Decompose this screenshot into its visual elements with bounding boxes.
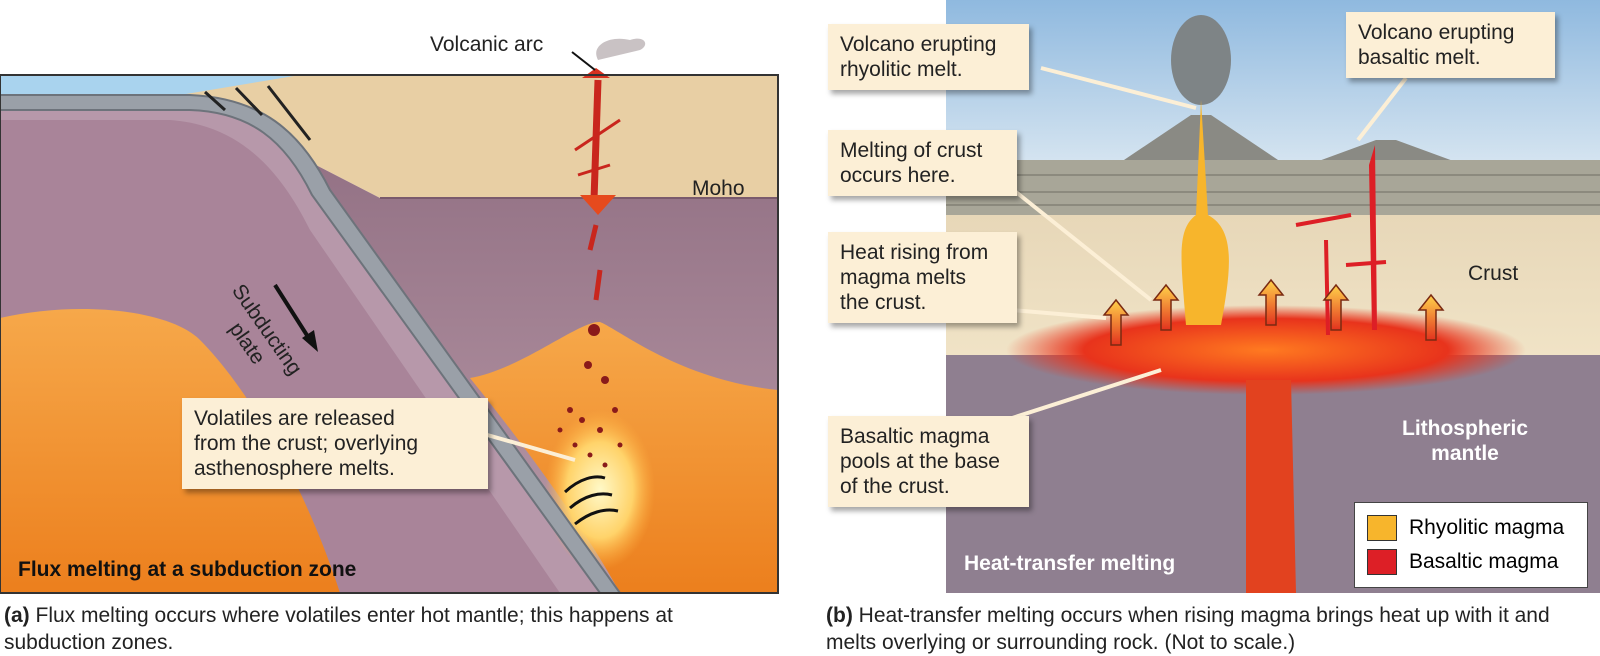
melt-zone: [545, 410, 655, 570]
panel-b-title: Heat-transfer melting: [964, 552, 1175, 576]
legend-item-rhyolitic: Rhyolitic magma: [1367, 511, 1575, 545]
caption-a-text: Flux melting occurs where volatiles ente…: [4, 604, 673, 654]
legend-item-basaltic: Basaltic magma: [1367, 545, 1575, 579]
callout-rhyolitic-volcano: Volcano erupting rhyolitic melt.: [828, 24, 1029, 90]
lithospheric-mantle-label: Lithospheric mantle: [1402, 416, 1528, 466]
volatiles-callout: Volatiles are released from the crust; o…: [182, 398, 488, 489]
callout-heat-rising: Heat rising from magma melts the crust.: [828, 232, 1017, 323]
caption-b-text: Heat-transfer melting occurs when rising…: [826, 604, 1550, 654]
legend-label-basaltic: Basaltic magma: [1409, 550, 1558, 574]
moho-label: Moho: [692, 177, 745, 201]
magma-conduit: [594, 80, 598, 200]
volcano-cone: [582, 68, 610, 78]
volcanic-arc-label: Volcanic arc: [430, 33, 543, 57]
callout-magma-pools: Basaltic magma pools at the base of the …: [828, 416, 1029, 507]
ash-plume: [1171, 15, 1231, 105]
caption-a-label: (a): [4, 604, 30, 627]
legend-label-rhyolitic: Rhyolitic magma: [1409, 516, 1564, 540]
panel-heat-transfer-melting: Volcano erupting rhyolitic melt. Volcano…: [946, 0, 1600, 593]
eruption-plume: [596, 39, 645, 60]
subduction-cross-section: [0, 0, 780, 600]
magma-feeder: [1246, 380, 1296, 593]
callout-basaltic-volcano: Volcano erupting basaltic melt.: [1346, 12, 1555, 78]
caption-a: (a) Flux melting occurs where volatiles …: [4, 602, 774, 656]
magma-legend: Rhyolitic magma Basaltic magma: [1354, 502, 1588, 588]
panel-a-title: Flux melting at a subduction zone: [18, 558, 356, 582]
panel-flux-melting: Volcanic arc Moho Subducting plate Volat…: [0, 0, 780, 600]
legend-swatch-rhyolitic: [1367, 515, 1397, 541]
layered-strata: [946, 160, 1600, 215]
caption-b: (b) Heat-transfer melting occurs when ri…: [826, 602, 1596, 656]
caption-b-label: (b): [826, 604, 853, 627]
callout-crust-melting: Melting of crust occurs here.: [828, 130, 1017, 196]
arc-leader-line: [572, 52, 595, 70]
crust-label: Crust: [1468, 262, 1518, 286]
legend-swatch-basaltic: [1367, 549, 1397, 575]
